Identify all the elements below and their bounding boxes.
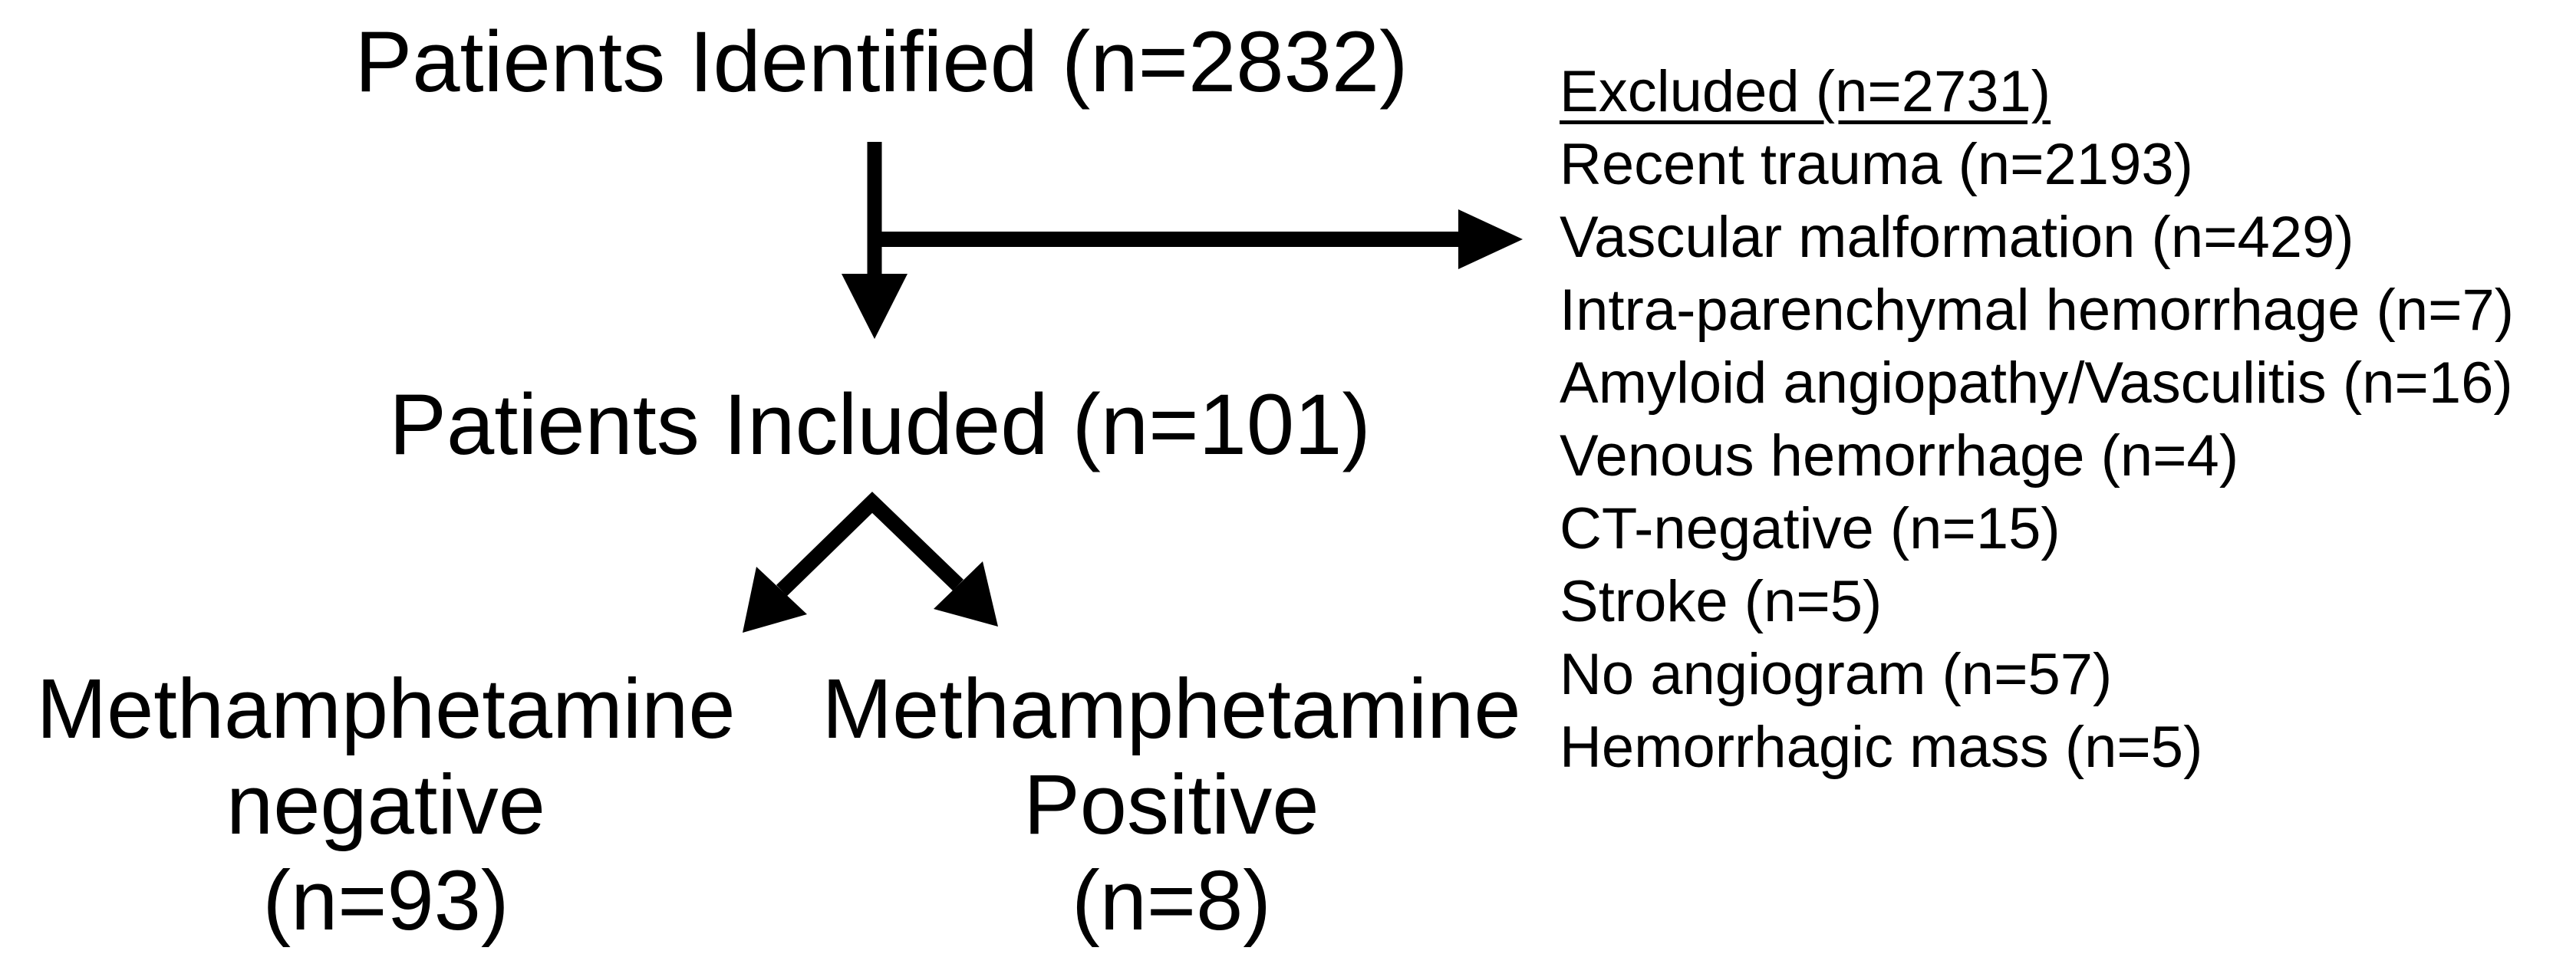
meth-negative-line: Methamphetamine (36, 662, 736, 756)
excluded-heading: Excluded (n=2731) (1560, 59, 2051, 124)
branch-arrows-icon (743, 492, 998, 633)
node-meth-positive: Methamphetamine Positive (n=8) (822, 661, 1520, 949)
excluded-arrow-icon (875, 209, 1523, 269)
meth-negative-count: (n=93) (262, 854, 509, 948)
node-meth-negative: Methamphetamine negative (n=93) (36, 661, 735, 949)
excluded-item: Amyloid angiopathy/Vasculitis (n=16) (1560, 350, 2513, 416)
node-patients-included: Patients Included (n=101) (389, 377, 1371, 472)
excluded-item: Stroke (n=5) (1560, 569, 1883, 634)
meth-positive-line: Positive (1023, 758, 1319, 852)
branch-right-arrowhead-icon (934, 561, 998, 627)
branch-left-arrowhead-icon (743, 567, 807, 633)
node-patients-identified: Patients Identified (n=2832) (354, 14, 1408, 110)
down-arrow-icon (842, 142, 908, 339)
excluded-item: Recent trauma (n=2193) (1560, 132, 2193, 197)
excluded-item: CT-negative (n=15) (1560, 496, 2060, 561)
excluded-item: Venous hemorrhage (n=4) (1560, 423, 2239, 489)
excluded-list: Excluded (n=2731) Recent trauma (n=2193)… (1560, 55, 2514, 784)
excluded-item: Hemorrhagic mass (n=5) (1560, 715, 2203, 780)
excluded-item: Vascular malformation (n=429) (1560, 205, 2354, 270)
excluded-item: No angiogram (n=57) (1560, 642, 2113, 707)
meth-negative-line: negative (226, 758, 545, 852)
excluded-item: Intra-parenchymal hemorrhage (n=7) (1560, 278, 2515, 343)
meth-positive-count: (n=8) (1072, 854, 1271, 948)
meth-positive-line: Methamphetamine (822, 662, 1521, 756)
